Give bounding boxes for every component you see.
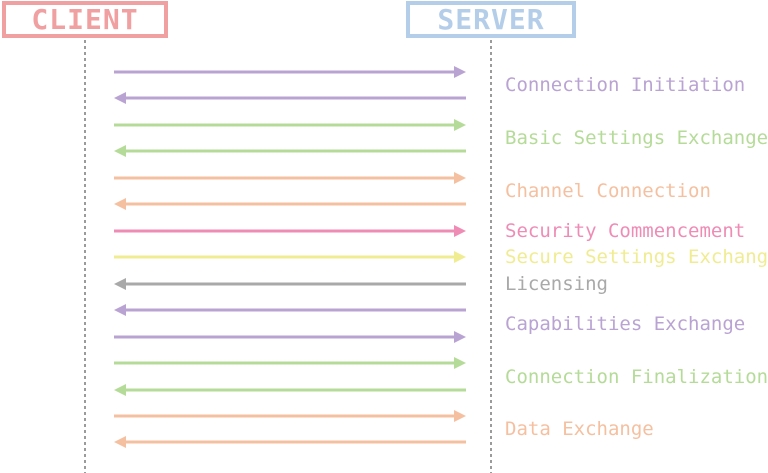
message-arrow-to-server [114, 66, 466, 78]
message-arrow-to-client [114, 92, 466, 104]
phase-label: Data Exchange [505, 418, 654, 440]
phase-label: Connection Finalization [505, 365, 768, 388]
phase-label: Basic Settings Exchange [505, 127, 768, 149]
phase-label: Channel Connection [505, 180, 711, 202]
message-arrow-to-client [114, 304, 466, 316]
arrow-head [454, 119, 466, 131]
message-arrow-to-client [114, 198, 466, 210]
server-label: SERVER [437, 2, 545, 36]
message-arrow-to-client [114, 384, 466, 396]
arrow-head [114, 278, 126, 290]
arrow-head [454, 172, 466, 184]
message-arrow-to-server [114, 251, 466, 263]
message-arrow-to-server [114, 225, 466, 237]
message-arrow-to-server [114, 410, 466, 422]
arrow-head [114, 145, 126, 157]
arrow-head [454, 410, 466, 422]
phase-label: Secure Settings Exchange [505, 246, 768, 268]
phase-label: Licensing [505, 273, 608, 295]
arrow-head [114, 304, 126, 316]
arrow-head [114, 436, 126, 448]
arrow-head [114, 384, 126, 396]
message-arrow-to-client [114, 278, 466, 290]
message-arrow-to-server [114, 331, 466, 343]
arrow-head [114, 198, 126, 210]
arrow-head [114, 92, 126, 104]
message-arrow-to-client [114, 145, 466, 157]
arrow-head [454, 251, 466, 263]
arrow-head [454, 225, 466, 237]
message-arrow-to-server [114, 119, 466, 131]
client-label: CLIENT [31, 2, 139, 36]
message-arrow-to-client [114, 436, 466, 448]
phase-label: Security Commencement [505, 220, 746, 242]
arrow-head [454, 357, 466, 369]
arrow-head [454, 66, 466, 78]
message-arrow-to-server [114, 357, 466, 369]
phase-label: Capabilities Exchange [505, 312, 746, 335]
client-header-box: CLIENT [2, 1, 168, 38]
message-arrow-to-server [114, 172, 466, 184]
arrow-head [454, 331, 466, 343]
phase-label: Connection Initiation [505, 74, 746, 96]
server-header-box: SERVER [406, 1, 576, 38]
